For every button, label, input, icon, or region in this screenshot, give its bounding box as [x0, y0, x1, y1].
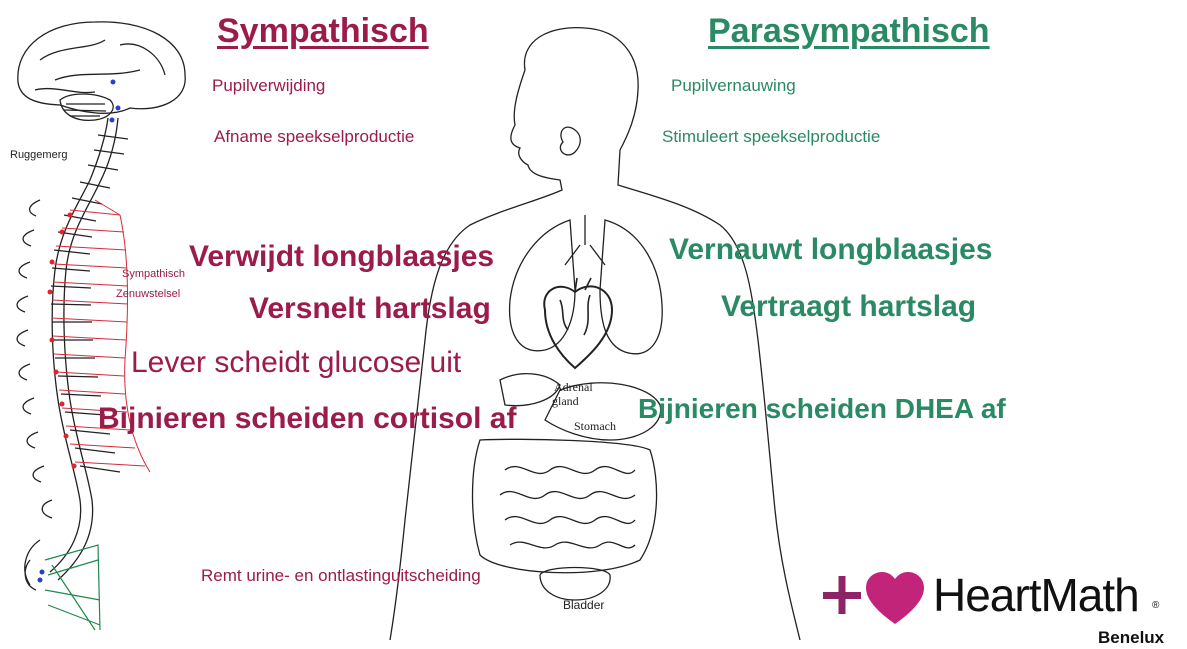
parasympathetic-sacral-lines: [45, 545, 100, 630]
sym-urine-text: Remt urine- en ontlastinguitscheiding: [201, 566, 481, 586]
heart: [544, 286, 612, 368]
para-heart-text: Vertraagt hartslag: [721, 290, 976, 324]
para-adrenal-text: Bijnieren scheiden DHEA af: [638, 393, 1006, 425]
parasympathetic-title: Parasympathisch: [708, 12, 990, 51]
sym-liver-text: Lever scheidt glucose uit: [131, 346, 461, 380]
para-pupil-text: Pupilvernauwing: [671, 76, 796, 96]
sympathetic-ns-label-2: Zenuwstelsel: [116, 288, 180, 300]
vertebrae: [17, 135, 128, 590]
adrenal-label-2: gland: [552, 394, 579, 409]
sym-adrenal-text: Bijnieren scheiden cortisol af: [98, 402, 516, 436]
para-saliva-text: Stimuleert speekselproductie: [662, 127, 880, 147]
sym-saliva-text: Afname speekselproductie: [214, 127, 414, 147]
sympathetic-ns-label-1: Sympathisch: [122, 268, 185, 280]
sym-pupil-text: Pupilverwijding: [212, 76, 325, 96]
heartmath-logo-text: HeartMath: [933, 568, 1139, 622]
sym-lungs-text: Verwijdt longblaasjes: [189, 240, 494, 274]
heartmath-logo-icon: [823, 572, 924, 624]
registered-mark: ®: [1152, 600, 1159, 611]
adrenal-label-1: Adrenal: [554, 380, 593, 395]
brain-outline: [18, 22, 185, 113]
spinal-cord-label: Ruggemerg: [10, 149, 67, 161]
heartmath-logo-subtitle: Benelux: [1098, 628, 1164, 648]
lungs: [510, 220, 575, 351]
sym-heart-text: Versnelt hartslag: [249, 292, 491, 326]
sympathetic-title: Sympathisch: [217, 12, 429, 51]
para-lungs-text: Vernauwt longblaasjes: [669, 233, 992, 267]
bladder-label: Bladder: [563, 598, 604, 612]
stomach-label: Stomach: [574, 419, 616, 434]
intestines: [473, 439, 657, 572]
